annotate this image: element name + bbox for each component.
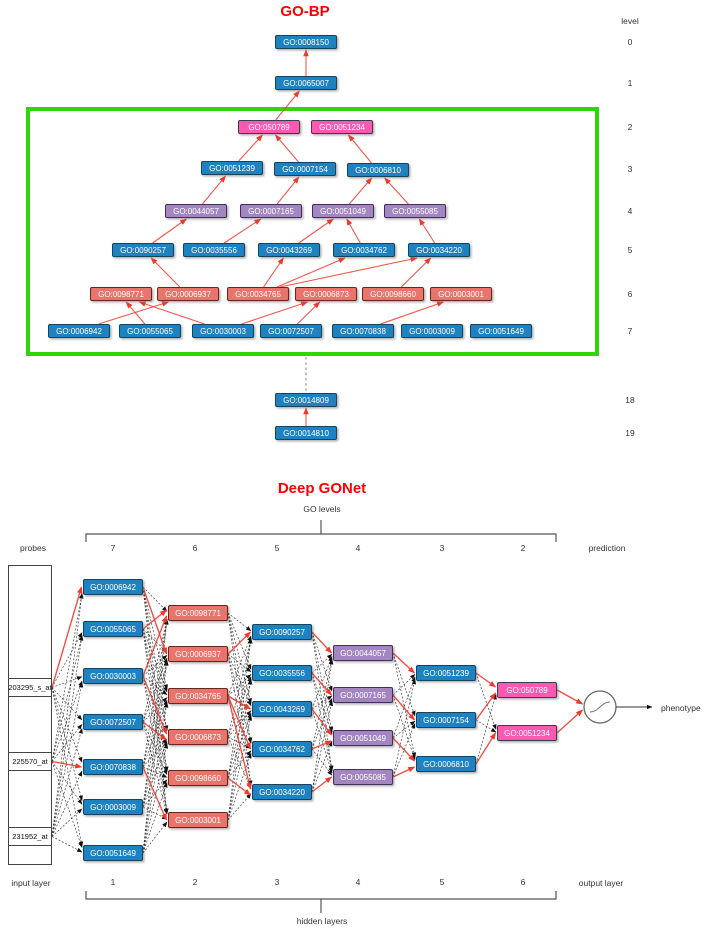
go-node-go-0072507: GO:0072507 [260,324,322,338]
level-header-label: level [621,16,639,26]
go-node-go-0007154-net: GO:0007154 [416,712,476,728]
level-label-7: 7 [627,326,633,336]
go-node-go-0051049: GO:0051049 [312,204,374,218]
hidden-layers-label: hidden layers [296,916,348,926]
go-node-go-0034762: GO:0034762 [333,243,395,257]
go-node-go-0034765-net: GO:0034765 [168,688,228,704]
hidden-layer-number-4: 4 [355,877,361,887]
go-node-go-0098771: GO:0098771 [90,287,152,301]
go-node-go-0043269-net: GO:0043269 [252,701,312,717]
probes-label: probes [20,543,46,553]
highlight-green-box [26,107,599,356]
go-node-go-0006810: GO:0006810 [347,163,409,177]
go-node-go-0003009-net: GO:0003009 [83,799,143,815]
level-label-5: 5 [627,245,633,255]
deep-gonet-title: Deep GONet [277,480,367,497]
go-node-go-0034762-net: GO:0034762 [252,741,312,757]
go-level-number-3: 3 [439,543,445,553]
go-node-go-0051234-net: GO:0051234 [497,725,557,741]
go-levels-label: GO levels [303,504,341,514]
go-level-number-4: 4 [355,543,361,553]
go-level-number-7: 7 [110,543,116,553]
go-node-go-0003001-net: GO:0003001 [168,812,228,828]
go-node-go-0006873: GO:0006873 [295,287,357,301]
go-node-go-0051649-net: GO:0051649 [83,845,143,861]
go-node-go-0014809: GO:0014809 [275,393,337,407]
output-layer-label: output layer [578,878,624,888]
prediction-label: prediction [588,543,626,553]
level-label-2: 2 [627,122,633,132]
go-bp-title: GO-BP [280,3,330,20]
go-node-go-0044057: GO:0044057 [165,204,227,218]
go-node-go-0006810-net: GO:0006810 [416,756,476,772]
go-node-go-0070838-net: GO:0070838 [83,759,143,775]
go-level-number-6: 6 [192,543,198,553]
level-label-19: 19 [625,428,635,438]
go-node-go-0051649: GO:0051649 [470,324,532,338]
go-node-go-0072507-net: GO:0072507 [83,714,143,730]
go-node-go-0008150: GO:0008150 [275,35,337,49]
go-node-go-0006937-net: GO:0006937 [168,646,228,662]
level-label-3: 3 [627,164,633,174]
go-node-go-0007154: GO:0007154 [274,162,336,176]
go-node-go-0034220-net: GO:0034220 [252,784,312,800]
go-node-go-0051239: GO:0051239 [201,161,263,175]
go-node-go-0034220: GO:0034220 [408,243,470,257]
hidden-layer-number-3: 3 [274,877,280,887]
go-node-go-0098660-net: GO:0098660 [168,770,228,786]
go-node-go-0051239-net: GO:0051239 [416,665,476,681]
go-node-go-0055065: GO:0055065 [119,324,181,338]
go-level-number-2: 2 [520,543,526,553]
go-node-go-0090257: GO:0090257 [112,243,174,257]
level-label-0: 0 [627,37,633,47]
go-node-go-0044057-net: GO:0044057 [333,645,393,661]
go-node-go-0003001: GO:0003001 [430,287,492,301]
go-node-go-0006873-net: GO:0006873 [168,729,228,745]
go-node-go-050789-net: GO:050789 [497,682,557,698]
go-node-go-0007165-net: GO:0007165 [333,687,393,703]
go-node-go-0030003: GO:0030003 [192,324,254,338]
hidden-layer-number-2: 2 [192,877,198,887]
go-node-go-0035556-net: GO:0035556 [252,665,312,681]
go-level-number-5: 5 [274,543,280,553]
go-node-go-0006937: GO:0006937 [157,287,219,301]
go-node-go-0055085-net: GO:0055085 [333,769,393,785]
go-node-go-0055085: GO:0055085 [384,204,446,218]
go-node-go-0098771-net: GO:0098771 [168,605,228,621]
go-node-go-0055065-net: GO:0055065 [83,621,143,637]
hidden-layer-number-1: 1 [110,877,116,887]
go-node-go-0034765: GO:0034765 [227,287,289,301]
go-node-go-0090257-net: GO:0090257 [252,624,312,640]
input-layer-box [8,565,52,865]
go-node-go-0065007: GO:0065007 [275,76,337,90]
hidden-layer-number-5: 5 [439,877,445,887]
go-node-go-0098660: GO:0098660 [362,287,424,301]
go-node-go-0030003-net: GO:0030003 [83,668,143,684]
hidden-layer-number-6: 6 [520,877,526,887]
phenotype-label: phenotype [661,703,701,713]
level-label-6: 6 [627,289,633,299]
level-label-4: 4 [627,206,633,216]
go-node-go-0035556: GO:0035556 [183,243,245,257]
input-layer-label: input layer [11,878,51,888]
go-node-go-0006942: GO:0006942 [48,324,110,338]
level-label-1: 1 [627,78,633,88]
go-node-go-0003009: GO:0003009 [401,324,463,338]
go-node-go-0043269: GO:0043269 [258,243,320,257]
probe-cell-225570_at: 225570_at [8,752,52,771]
probe-cell-231952_at: 231952_at [8,827,52,846]
go-node-go-0006942-net: GO:0006942 [83,579,143,595]
go-node-go-050789: GO:050789 [238,120,300,134]
go-node-go-0014810: GO:0014810 [275,426,337,440]
level-label-18: 18 [625,395,635,405]
go-node-go-0051234: GO:0051234 [311,120,373,134]
go-node-go-0070838: GO:0070838 [332,324,394,338]
go-node-go-0051049-net: GO:0051049 [333,730,393,746]
go-node-go-0007165: GO:0007165 [240,204,302,218]
probe-cell-203295_s_at: 203295_s_at [8,678,52,697]
